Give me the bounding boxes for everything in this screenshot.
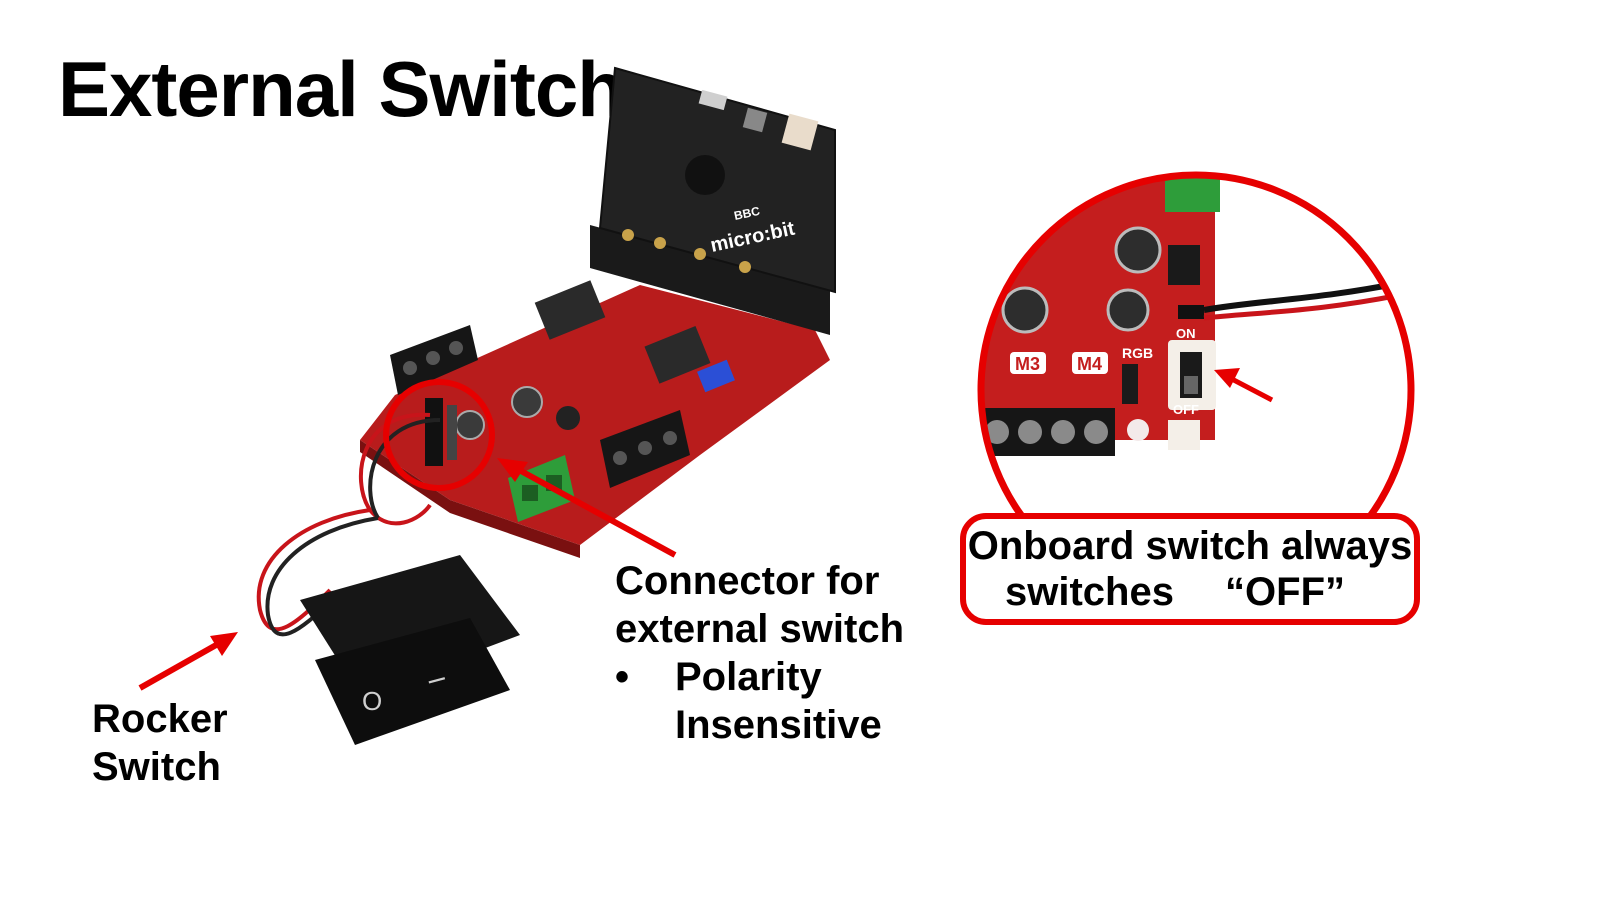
terminal-screw-6 (663, 431, 677, 445)
rocker-face (315, 618, 510, 745)
polarity-bullet: • Polarity Insensitive (615, 653, 904, 749)
power-screw-1 (522, 485, 538, 501)
inset-ext-connector (1178, 305, 1204, 319)
off-label: OFF (1173, 402, 1199, 417)
bullet-line2: Insensitive (675, 703, 882, 747)
inset-screw-1 (985, 420, 1009, 444)
pin-header-1 (534, 280, 606, 340)
expansion-board: BBC micro:bit (360, 66, 836, 558)
bullet-text-block: Polarity Insensitive (675, 653, 882, 749)
on-label: ON (1176, 326, 1196, 341)
slide-title: External Switch (58, 45, 625, 133)
terminal-screw-2 (426, 351, 440, 365)
inset-screw-2 (1018, 420, 1042, 444)
terminal-screw-4 (613, 451, 627, 465)
inset-regulator (1168, 245, 1200, 285)
rgb-header (1122, 364, 1138, 404)
rocker-arrow (138, 632, 238, 691)
connector-arrow (497, 458, 677, 558)
pin-0 (622, 229, 634, 241)
capacitor-1 (511, 386, 543, 418)
usb-port (698, 89, 728, 111)
inset-green-terminal (1165, 175, 1220, 212)
edge-connector (590, 225, 830, 335)
onboard-switch-callout: Onboard switch always switches “OFF” (960, 513, 1420, 625)
callout-line2: switches “OFF” (1004, 570, 1346, 614)
inset-capacitor-1 (1114, 226, 1162, 274)
rocker-off-symbol: O (362, 686, 382, 716)
inset-screw-4 (1084, 420, 1108, 444)
terminal-screw-1 (403, 361, 417, 375)
capacitor-2 (455, 410, 485, 440)
reset-button (742, 107, 768, 133)
rocker-switch: O I (300, 555, 520, 745)
m3-label: M3 (1015, 354, 1040, 374)
blue-jumper (697, 359, 735, 393)
ext-switch-pins (447, 405, 457, 460)
bbc-text: BBC (733, 204, 762, 223)
connector-highlight-circle (383, 379, 495, 491)
rocker-label-line2: Switch (92, 745, 221, 789)
pcb-body (360, 285, 830, 545)
pin-2 (694, 248, 706, 260)
onboard-switch-arrow (1214, 368, 1274, 403)
pin-3v (739, 261, 751, 273)
connector-label: Connector for external switch • Polarity… (615, 557, 904, 749)
connector-label-line1: Connector for (615, 559, 880, 603)
inset-capacitor-2 (1106, 288, 1150, 332)
battery-connector (781, 113, 819, 151)
inductor (556, 406, 580, 430)
pcb-edge (360, 440, 580, 558)
m3-badge (1010, 352, 1046, 374)
speaker (685, 155, 725, 195)
inset-rgb-led (1168, 420, 1200, 450)
rgb-label: RGB (1122, 345, 1153, 361)
bullet-marker: • (615, 655, 630, 699)
pin-header-2 (644, 325, 711, 384)
ext-switch-connector (425, 398, 443, 466)
inset-screw-3 (1051, 420, 1075, 444)
inset-mount-hole (1127, 419, 1149, 441)
bullet-line1: Polarity (675, 655, 822, 699)
m4-badge (1072, 352, 1108, 374)
rocker-switch-label: Rocker Switch (92, 695, 228, 791)
m4-label: M4 (1077, 354, 1102, 374)
rocker-label-line1: Rocker (92, 697, 228, 741)
connector-label-line2: external switch (615, 607, 905, 651)
terminal-screw-5 (638, 441, 652, 455)
slide-knob (1184, 376, 1198, 394)
pin-1 (654, 237, 666, 249)
callout-line1: Onboard switch always (967, 524, 1413, 568)
inset-capacitor-3 (1001, 286, 1049, 334)
inset-red-wire (1203, 289, 1411, 321)
terminal-screw-3 (449, 341, 463, 355)
